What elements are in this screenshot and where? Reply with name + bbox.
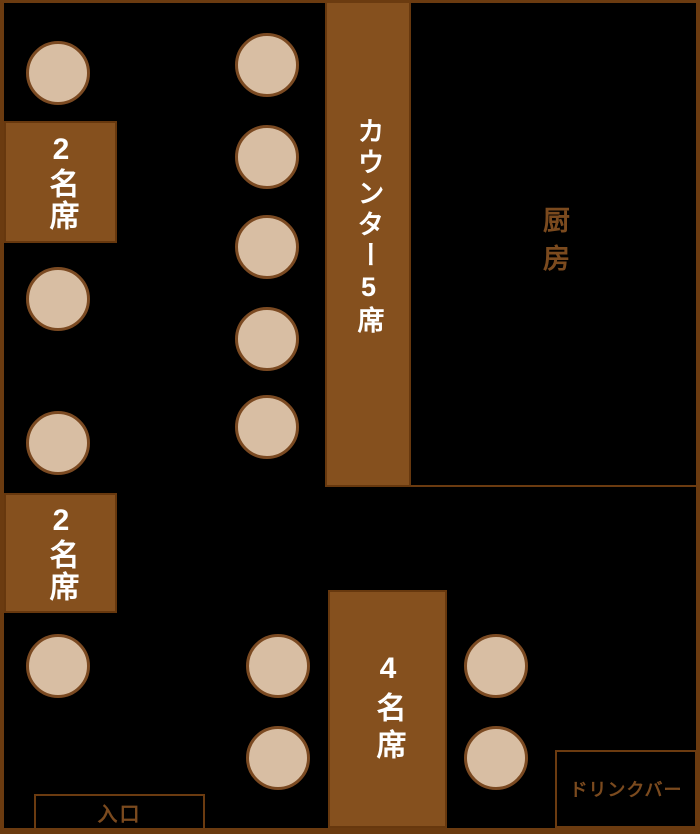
seat xyxy=(246,634,310,698)
kitchen-label: 厨房 xyxy=(539,206,569,282)
seat xyxy=(235,395,299,459)
two-seat-table-bottom: 2名席 xyxy=(4,493,117,613)
kitchen-area: 厨房 xyxy=(411,3,696,487)
seat xyxy=(235,307,299,371)
entrance-area: 入口 xyxy=(34,794,205,830)
entrance-label: 入口 xyxy=(97,803,142,826)
counter-label: カウンター5席 xyxy=(353,116,384,337)
seat xyxy=(464,726,528,790)
seat xyxy=(26,411,90,475)
four-seat-table-label: 4名席 xyxy=(371,652,405,766)
two-seat-table-top-label: 2名席 xyxy=(44,132,78,232)
drink-bar-area: ドリンクバー xyxy=(555,750,697,828)
two-seat-table-top: 2名席 xyxy=(4,121,117,243)
two-seat-table-bottom-label: 2名席 xyxy=(44,503,78,603)
seat xyxy=(26,634,90,698)
seat xyxy=(235,215,299,279)
seat xyxy=(235,33,299,97)
seat xyxy=(246,726,310,790)
seat xyxy=(26,267,90,331)
four-seat-table: 4名席 xyxy=(328,590,447,828)
counter-table: カウンター5席 xyxy=(325,0,411,487)
seat xyxy=(235,125,299,189)
seat xyxy=(26,41,90,105)
drink-bar-label: ドリンクバー xyxy=(569,780,683,800)
seat xyxy=(464,634,528,698)
